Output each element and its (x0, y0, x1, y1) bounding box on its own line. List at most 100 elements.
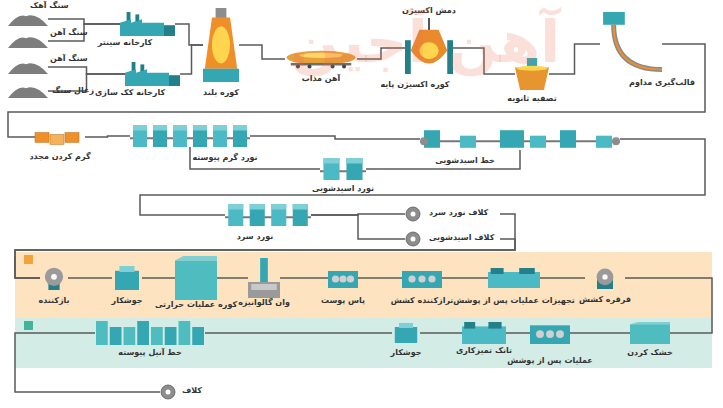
equipment-node: سنگ آهک (8, 12, 48, 26)
icon-part (175, 256, 217, 260)
icon-part (399, 323, 413, 328)
equipment-icon (203, 8, 239, 82)
icon-part (193, 125, 207, 131)
node-label: سنگ آهن (50, 28, 88, 38)
icon-part (347, 275, 354, 282)
flow-line (48, 67, 125, 74)
node-label: جوشکار (112, 296, 143, 306)
icon-part (536, 330, 544, 338)
equipment-node: گرم کردن مجدد (35, 128, 85, 146)
icon-part (418, 275, 425, 282)
icon-part (293, 204, 308, 226)
icon-part (395, 327, 417, 343)
icon-part (602, 274, 607, 279)
equipment-icon (225, 204, 311, 226)
icon-part (193, 125, 207, 147)
icon-part (488, 272, 540, 288)
icon-part (250, 204, 265, 226)
icon-part (65, 133, 79, 143)
icon-part (166, 390, 171, 395)
icon-part (115, 271, 139, 290)
icon-part (530, 136, 546, 148)
flow-line (8, 44, 705, 137)
icon-part (51, 274, 57, 280)
icon-part (151, 327, 163, 345)
icon-part (8, 15, 48, 26)
icon-part (173, 125, 187, 147)
equipment-node: سنگ آهن (8, 60, 48, 74)
equipment-icon (405, 22, 453, 74)
icon-part (556, 330, 564, 338)
equipment-icon (8, 12, 48, 26)
icon-part (491, 268, 504, 274)
equipment-node: قرقره کشش (585, 267, 625, 289)
equipment-icon (130, 125, 250, 147)
icon-part (228, 204, 243, 210)
equipment-icon (630, 322, 670, 344)
icon-part (339, 275, 346, 282)
flow-line (570, 332, 630, 334)
icon-part (597, 269, 614, 286)
icon-part (614, 25, 662, 70)
icon-part (271, 204, 286, 210)
equipment-icon (248, 258, 280, 298)
icon-part (500, 130, 524, 148)
node-label: سنگ آهک (30, 1, 69, 11)
flow-line (68, 277, 112, 279)
equipment-icon (95, 321, 205, 345)
flow-line (549, 44, 600, 74)
equipment-icon (8, 34, 48, 48)
equipment-icon (420, 128, 620, 150)
node-label: کلاف اسیدشویی (429, 233, 494, 243)
icon-part (271, 204, 286, 226)
icon-part (420, 137, 428, 145)
node-label: عملیات پس از پوشش (507, 356, 593, 366)
flow-line (280, 277, 328, 279)
equipment-icon (600, 12, 662, 76)
flow-line (311, 214, 405, 215)
icon-part (332, 275, 339, 282)
equipment-node: خط آنیل پیوسته (95, 321, 205, 345)
icon-part (213, 125, 227, 131)
equipment-icon (40, 266, 68, 290)
node-label: کارخانه سینتر (98, 38, 152, 48)
icon-part (203, 69, 239, 82)
equipment-node: نورد سرد (225, 204, 311, 226)
equipment-node: آهن مذاب (285, 50, 357, 68)
flow-line (190, 147, 320, 169)
icon-part (161, 385, 175, 399)
equipment-node: عملیات پس از پوشش (530, 322, 570, 344)
node-label: سنگ آهن (50, 54, 88, 64)
icon-part (323, 158, 339, 164)
flow-line (366, 150, 520, 169)
node-label: تانک تمیزکاری (456, 346, 512, 356)
node-label: خط اسیدشویی (435, 156, 495, 166)
icon-part (96, 321, 108, 345)
icon-part (120, 19, 164, 36)
equipment-icon (120, 12, 175, 36)
icon-part (169, 75, 180, 86)
equipment-icon (8, 84, 48, 98)
flow-line (175, 24, 203, 45)
icon-part (419, 42, 438, 59)
equipment-node: نورد گرم پیوسته (130, 125, 250, 147)
node-label: تصفیه ثانویه (507, 94, 556, 104)
icon-part (546, 330, 554, 338)
equipment-icon (35, 128, 85, 146)
node-label: قالب‌گیری مداوم (629, 78, 695, 88)
icon-part (299, 53, 342, 58)
node-label: گرم کردن مجدد (29, 152, 90, 162)
node-label: کلاف (182, 386, 202, 396)
equipment-node: خط اسیدشویی (420, 128, 620, 150)
equipment-node: جوشکار (112, 266, 142, 290)
icon-part (205, 18, 237, 69)
icon-part (216, 8, 227, 18)
equipment-icon (175, 256, 217, 300)
node-label: نورد گرم پیوسته (192, 153, 257, 163)
icon-part (402, 271, 442, 288)
annealing-band (15, 318, 712, 368)
icon-part (133, 125, 147, 131)
node-label: کلاف نورد سرد (429, 208, 488, 218)
